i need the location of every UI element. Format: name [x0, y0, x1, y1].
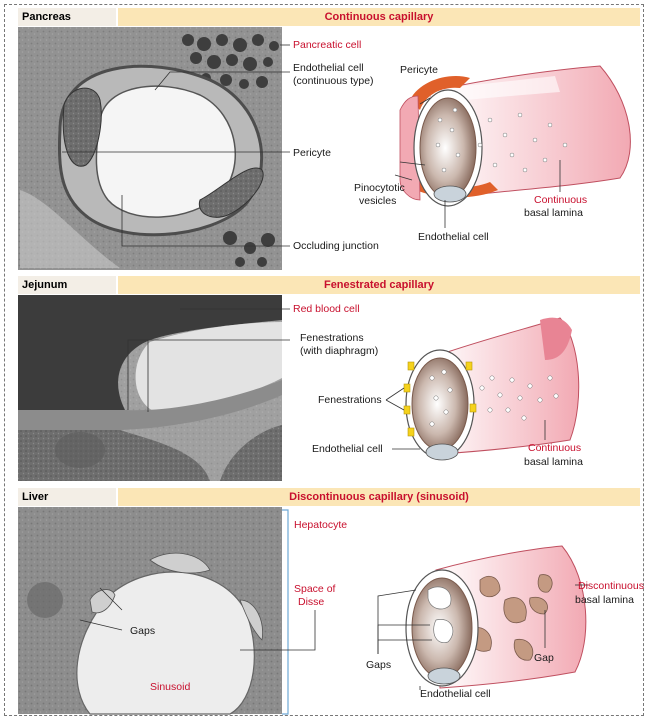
label-basal-lamina-2: basal lamina	[524, 456, 583, 468]
label-endothelial-cell-em: Endothelial cell	[293, 62, 364, 74]
header-bar-fenestrated	[118, 276, 640, 294]
panel-tag-jejunum: Jejunum	[18, 276, 116, 294]
panel-title-continuous: Continuous capillary	[324, 11, 434, 23]
panel-title-discontinuous: Discontinuous capillary (sinusoid)	[289, 491, 469, 503]
bracket-space-of-disse	[282, 509, 289, 715]
label-sinusoid: Sinusoid	[150, 681, 191, 693]
leaders-continuous-diagram	[394, 97, 561, 228]
label-pinocytotic-vesicles-2: vesicles	[359, 195, 397, 207]
label-continuous-basal: Continuous	[534, 194, 588, 206]
label-basal-lamina-3: basal lamina	[575, 594, 634, 606]
diagram-fenestrated-capillary	[403, 317, 580, 461]
label-basal-lamina-1: basal lamina	[524, 207, 583, 219]
label-gap-diagram: Gap	[534, 652, 554, 664]
diagram-discontinuous-capillary	[405, 545, 587, 689]
label-endothelial-cell-fenestrated: Endothelial cell	[312, 443, 383, 455]
label-fenestrations-diagram: Fenestrations	[318, 394, 382, 406]
header-bar-discontinuous	[118, 488, 640, 506]
label-endothelial-cell-continuous: Endothelial cell	[418, 231, 489, 243]
panel-tag-liver: Liver	[18, 488, 116, 506]
leaders-discontinuous-diagram	[377, 584, 588, 690]
leaders-fenestrated-diagram	[385, 387, 546, 450]
header-bar-continuous	[118, 8, 640, 26]
diagram-continuous-capillary	[399, 65, 631, 207]
label-space-of-disse: Space of	[294, 583, 336, 595]
em-micrograph-jejunum	[18, 295, 282, 481]
label-red-blood-cell: Red blood cell	[293, 303, 360, 315]
label-hepatocyte: Hepatocyte	[294, 519, 348, 531]
em-micrograph-liver	[18, 507, 282, 715]
em-micrograph-pancreas	[18, 27, 282, 270]
label-continuous-basal-2: Continuous	[528, 442, 582, 454]
label-pericyte-em: Pericyte	[293, 147, 331, 159]
label-endothelial-cell-discontinuous: Endothelial cell	[420, 688, 491, 700]
label-pancreatic-cell: Pancreatic cell	[293, 39, 362, 51]
figure-frame	[4, 4, 644, 716]
label-disse: Disse	[298, 596, 325, 608]
label-pericyte-diagram: Pericyte	[400, 64, 438, 76]
label-occluding-junction: Occluding junction	[293, 240, 379, 252]
panel-tag-pancreas: Pancreas	[18, 8, 116, 26]
label-gaps-diagram: Gaps	[366, 659, 392, 671]
label-endothelial-cell-em-type: (continuous type)	[293, 75, 374, 87]
leaders-jejunum-em	[127, 308, 290, 412]
label-discontinuous-basal: Discontinuous	[578, 580, 644, 592]
panel-title-fenestrated: Fenestrated capillary	[323, 279, 435, 291]
label-pinocytotic-vesicles: Pinocytotic	[354, 182, 405, 194]
label-fenestrations-diaphragm: (with diaphragm)	[300, 345, 379, 357]
leaders-pancreas-em	[62, 44, 290, 247]
label-fenestrations-em: Fenestrations	[300, 332, 364, 344]
leaders-liver-em	[79, 587, 316, 651]
label-gaps-em: Gaps	[130, 625, 156, 637]
